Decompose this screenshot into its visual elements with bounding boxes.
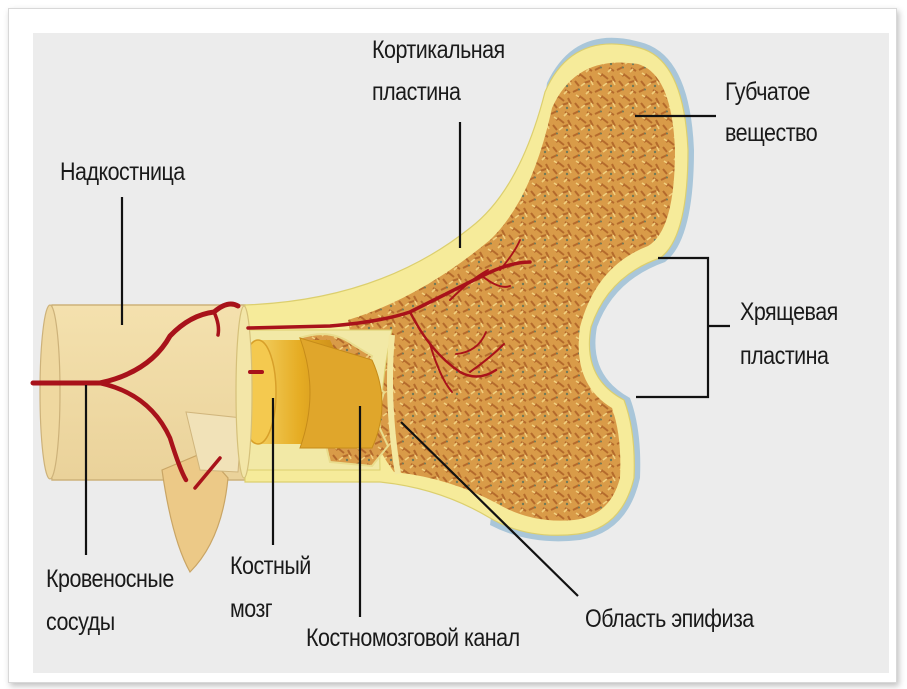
leader-lines bbox=[84, 114, 730, 617]
spongy-bone bbox=[348, 62, 675, 521]
bone-marrow bbox=[235, 305, 383, 479]
label-spongy-line2: вещество bbox=[725, 119, 818, 147]
label-marrow-line1: Костный bbox=[230, 552, 311, 580]
periosteum-fold bbox=[185, 411, 243, 473]
label-canal: Костномозговой канал bbox=[306, 624, 520, 652]
label-vessels-line2: сосуды bbox=[46, 608, 115, 636]
label-vessels-line1: Кровеносные bbox=[46, 565, 174, 593]
label-marrow-line2: мозг bbox=[230, 595, 273, 623]
epiphyseal-line bbox=[387, 334, 401, 475]
blood-vessels bbox=[30, 239, 532, 490]
leader-cartilage bbox=[636, 256, 730, 399]
label-spongy-line1: Губчатое bbox=[725, 78, 810, 106]
label-cartilage-line1: Хрящевая bbox=[740, 298, 838, 326]
periosteum-flap bbox=[161, 451, 229, 573]
leader-epiphysis bbox=[400, 421, 579, 597]
label-cartilage-line2: пластина bbox=[740, 342, 829, 370]
label-cortical-plate-line2: пластина bbox=[372, 78, 461, 106]
label-cortical-plate-line1: Кортикальная bbox=[372, 36, 505, 64]
label-epiphysis: Область эпифиза bbox=[585, 605, 754, 633]
label-periosteum: Надкостница bbox=[60, 158, 185, 186]
